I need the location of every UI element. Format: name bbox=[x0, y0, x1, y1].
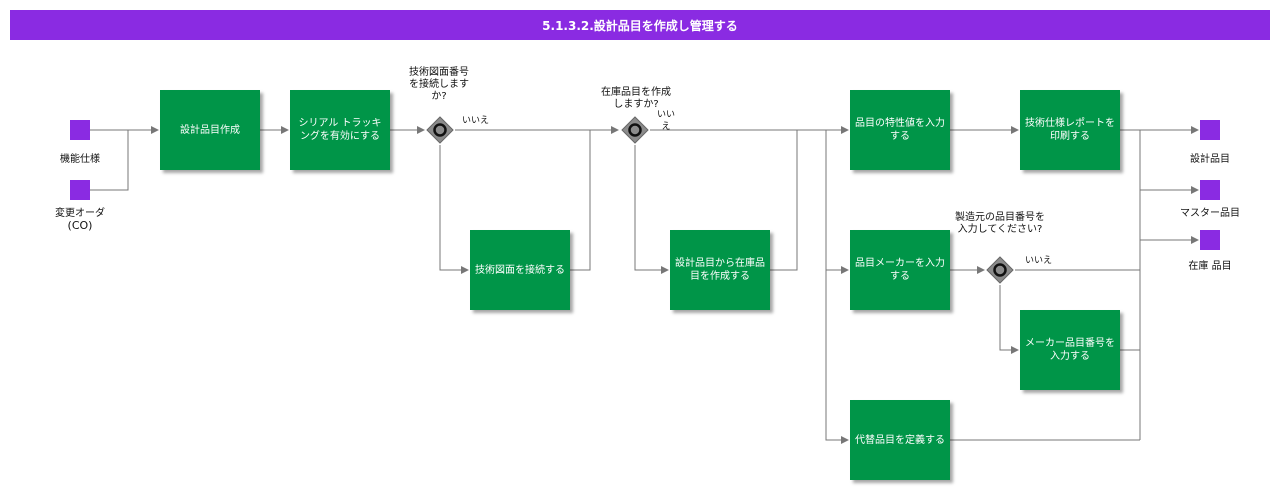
label-change-order: 変更オーダ (CO) bbox=[55, 208, 105, 232]
flow-gw2-yes bbox=[634, 145, 669, 274]
gateway-stock-decision[interactable] bbox=[621, 116, 649, 144]
label-design-item: 設計品目 bbox=[1190, 154, 1230, 165]
task-create-design-item[interactable]: 設計品目作成 bbox=[160, 90, 260, 170]
flow-label-no-2: いいえ bbox=[656, 110, 675, 132]
diagram-title: 5.1.3.2.設計品目を作成し管理する bbox=[542, 18, 738, 33]
task-connect-drawing[interactable]: 技術図面を接続する bbox=[470, 230, 570, 310]
task-define-substitute[interactable]: 代替品目を定義する bbox=[850, 400, 950, 480]
label-master-item: マスター品目 bbox=[1180, 208, 1240, 219]
gateway-question-drawing: 技術図面番号を接続しますか? bbox=[409, 67, 469, 102]
end-event-stock-item[interactable] bbox=[1200, 230, 1220, 250]
start-event-functional-spec[interactable] bbox=[70, 120, 90, 140]
gateway-question-stock: 在庫品目を作成しますか? bbox=[601, 87, 671, 110]
flow-gw1-yes bbox=[439, 145, 469, 274]
flow-co-to-create bbox=[90, 130, 129, 191]
gateway-drawing-decision[interactable] bbox=[426, 116, 454, 144]
flow-gw3-yes bbox=[999, 285, 1019, 354]
task-print-spec-report[interactable]: 技術仕様レポートを印刷する bbox=[1020, 90, 1120, 170]
end-event-design-item[interactable] bbox=[1200, 120, 1220, 140]
flow-split-maker bbox=[825, 130, 849, 274]
task-enter-maker[interactable]: 品目メーカーを入力する bbox=[850, 230, 950, 310]
flow-label-no-1: いいえ bbox=[462, 116, 490, 126]
task-enter-characteristics[interactable]: 品目の特性値を入力する bbox=[850, 90, 950, 170]
flow-split-substitute bbox=[825, 270, 849, 444]
label-functional-spec: 機能仕様 bbox=[60, 154, 100, 165]
end-event-master-item[interactable] bbox=[1200, 180, 1220, 200]
label-stock-item: 在庫 品目 bbox=[1188, 261, 1232, 272]
gateway-maker-number-decision[interactable] bbox=[986, 256, 1014, 284]
task-create-stock-item[interactable]: 設計品目から在庫品目を作成する bbox=[670, 230, 770, 310]
task-enter-maker-number[interactable]: メーカー品目番号を入力する bbox=[1020, 310, 1120, 390]
flow-label-no-3: いいえ bbox=[1025, 256, 1053, 266]
start-event-change-order[interactable] bbox=[70, 180, 90, 200]
gateway-question-maker-number: 製造元の品目番号を入力してください? bbox=[955, 212, 1045, 235]
flow-stock-back bbox=[770, 130, 798, 271]
task-serial-tracking[interactable]: シリアル トラッキングを有効にする bbox=[290, 90, 390, 170]
diagram-title-banner: 5.1.3.2.設計品目を作成し管理する bbox=[10, 10, 1270, 40]
flow-connect-back bbox=[570, 130, 591, 271]
